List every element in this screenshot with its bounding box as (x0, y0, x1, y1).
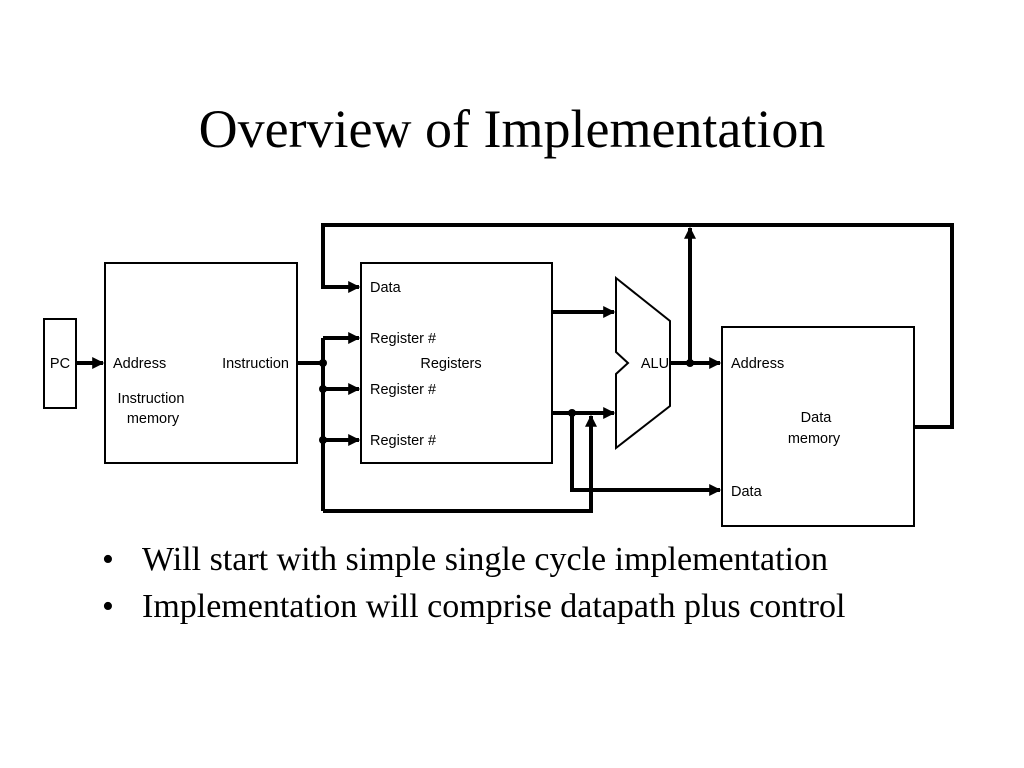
dmem-name-line2: memory (788, 431, 841, 447)
bullet-item: • Implementation will comprise datapath … (102, 587, 982, 628)
regs-reg1-label: Register # (370, 331, 436, 347)
instruction-memory-box (104, 262, 298, 464)
dmem-address-label: Address (731, 356, 784, 372)
slide-title: Overview of Implementation (198, 99, 826, 159)
wire-dmem-feedback (321, 223, 954, 429)
junction-instruction (319, 359, 327, 367)
wire-reg-to-dmem-data (570, 413, 722, 496)
dmem-name-line1: Data (801, 410, 833, 426)
bullet-symbol: • (102, 541, 114, 578)
regs-reg3-label: Register # (370, 433, 436, 449)
bullet-list: • Will start with simple single cycle im… (102, 540, 982, 634)
register-file-box (360, 262, 553, 464)
alu-shape (615, 275, 671, 451)
pc-label: PC (50, 356, 70, 372)
imem-instruction-label: Instruction (222, 356, 289, 372)
junction-reg3 (319, 436, 327, 444)
bullet-item: • Will start with simple single cycle im… (102, 540, 982, 581)
imem-name-line1: Instruction (118, 391, 185, 407)
dmem-data-label: Data (731, 484, 763, 500)
regs-data-label: Data (370, 280, 402, 296)
data-memory-box (721, 326, 915, 527)
junction-reg-out2 (568, 409, 576, 417)
bullet-text: Implementation will comprise datapath pl… (142, 587, 846, 625)
alu-label: ALU (641, 356, 669, 372)
bullet-text: Will start with simple single cycle impl… (142, 541, 829, 578)
imem-name-line2: memory (127, 411, 180, 427)
imem-address-label: Address (113, 356, 166, 372)
bullet-symbol: • (102, 587, 114, 625)
pc-register (43, 318, 77, 409)
junction-alu-out (686, 359, 694, 367)
regs-reg2-label: Register # (370, 382, 436, 398)
regs-name-label: Registers (420, 356, 481, 372)
junction-reg2 (319, 385, 327, 393)
wire-imm-to-alu (323, 414, 597, 513)
